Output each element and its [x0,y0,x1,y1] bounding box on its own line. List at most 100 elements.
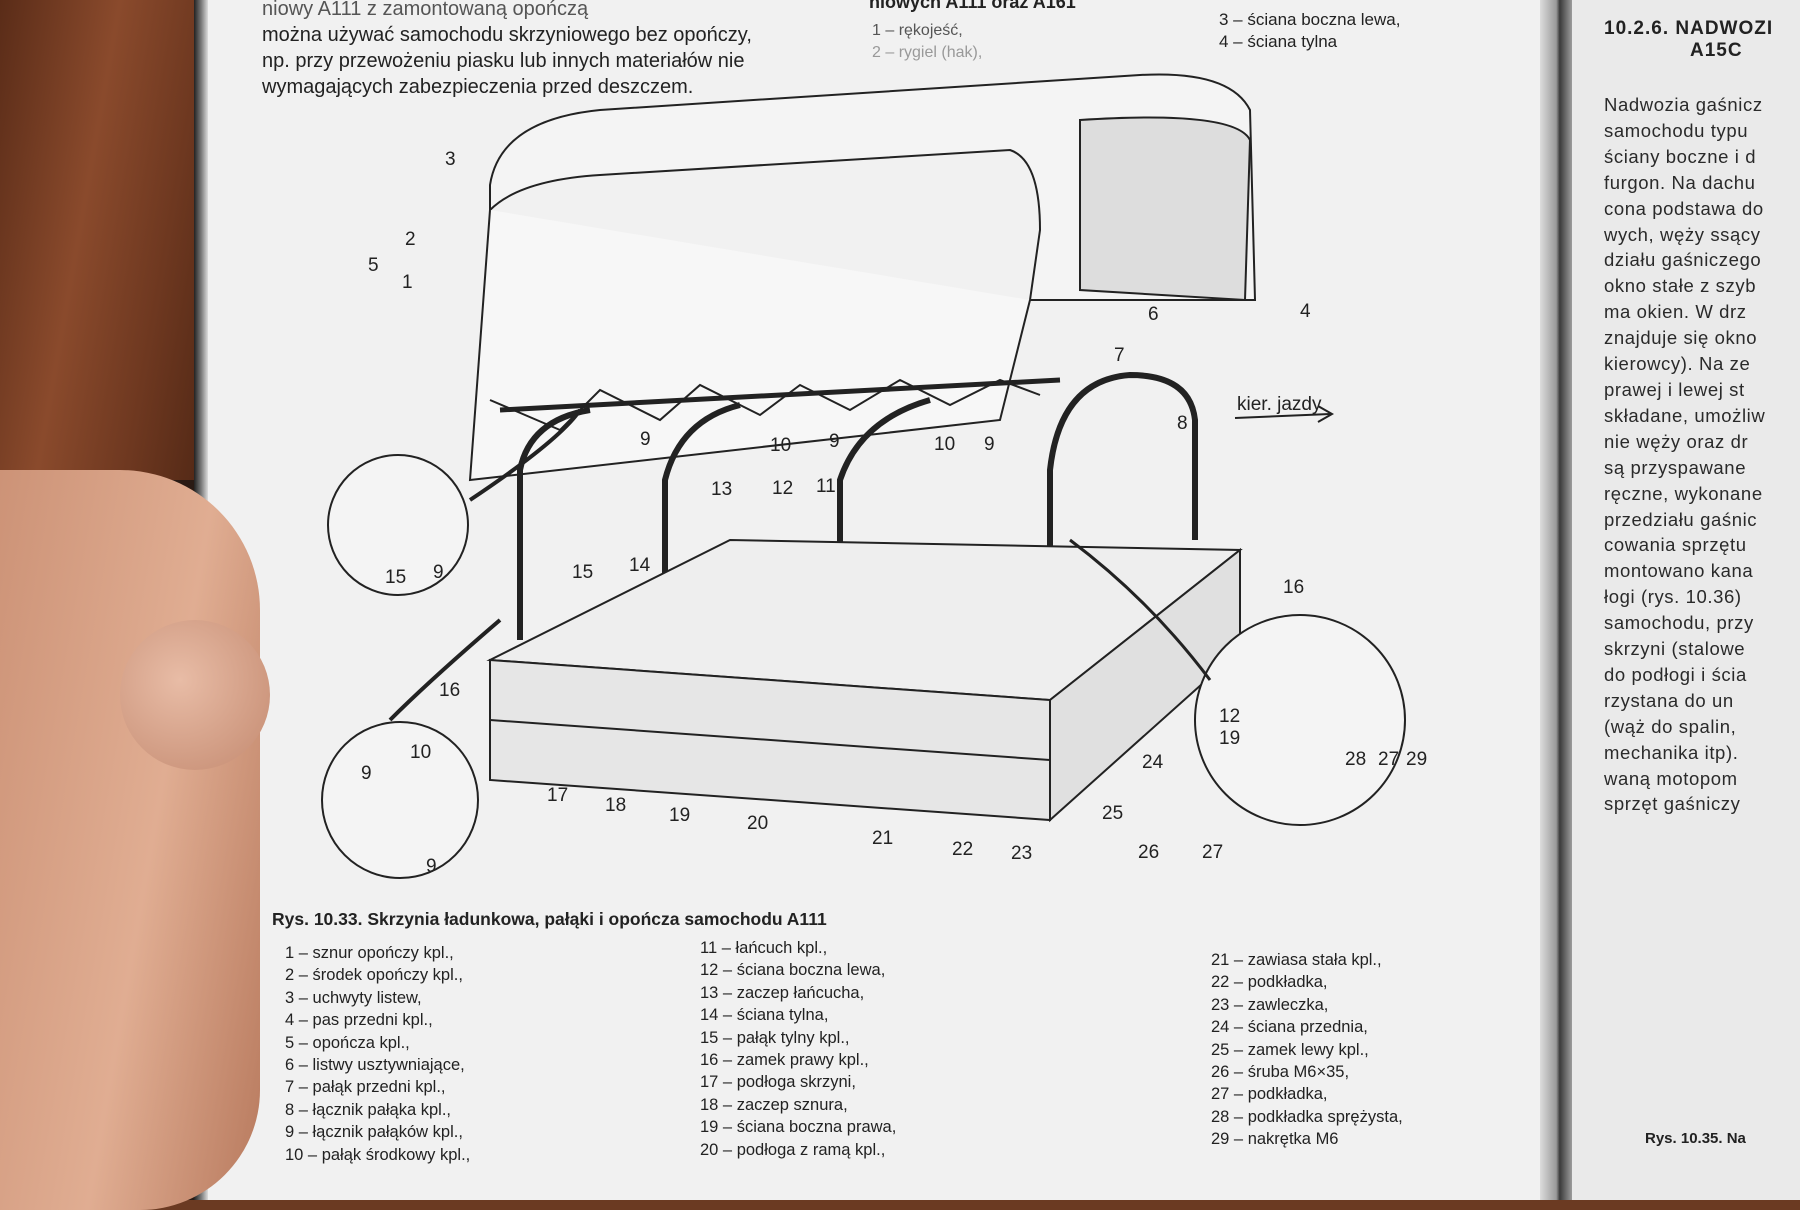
legend-item: 5 – opończa kpl., [285,1033,410,1052]
text-line: wych, węży ssący [1604,223,1761,245]
front-bow [1047,371,1198,680]
leader-line [388,618,502,722]
text-line: Nadwozia gaśnicz [1604,94,1763,115]
callout-number: 10 [410,742,431,763]
legend-item: 4 – ściana tylna [1219,32,1338,52]
legend-item: 21 – zawiasa stała kpl., [1211,951,1382,969]
text-line: furgon. Na dachu [1604,171,1756,193]
legend-item: 17 – podłoga skrzyni, [700,1073,856,1092]
legend-column-1: 1 – sznur opończy kpl., 2 – środek opończ… [285,942,470,1166]
callout-number: 12 [1219,706,1240,727]
legend-item: 9 – łącznik pałąków kpl., [285,1123,463,1142]
legend-item: 4 – pas przedni kpl., [285,1011,433,1030]
callout-number: 20 [747,813,768,834]
text-line: ma okien. W drz [1604,301,1747,323]
text-line: działu gaśniczego [1604,249,1762,271]
legend-item: 11 – łańcuch kpl., [700,939,828,957]
legend-item: 14 – ściana tylna, [700,1006,829,1025]
roof-bar [499,377,1061,413]
figure-caption: Rys. 10.33. Skrzynia ładunkowa, pałąki i… [272,909,827,929]
text-line: znajduje się okno [1604,327,1758,349]
legend-item: 24 – ściana przednia, [1211,1018,1368,1037]
legend-column-3: 21 – zawiasa stała kpl.,22 – podkładka,2… [1211,949,1403,1151]
text-line: skrzyni (stalowe [1604,638,1746,660]
legend-item: 19 – ściana boczna prawa, [700,1118,897,1137]
callout-number: 5 [368,255,379,276]
section-title-2: A15C [1690,40,1743,61]
leader-line [1069,538,1212,681]
legend-item: 1 – rękojeść, [872,22,963,39]
legend-item: 26 – śruba M6×35, [1211,1063,1350,1082]
legend-item: 29 – nakrętka M6 [1211,1130,1339,1149]
callout-number: 19 [1219,728,1240,749]
text-line: np. przy przewożeniu piasku lub innych m… [262,50,745,72]
text-line: cona podstawa do [1604,197,1764,219]
callout-number: 4 [1300,301,1311,322]
text-line: ściany boczne i d [1604,145,1757,167]
callout-number: 12 [772,478,793,499]
right-figure-caption: Rys. 10.35. Na [1645,1130,1746,1147]
text-line: nie węży oraz dr [1604,430,1749,452]
callout-number: 17 [547,785,568,806]
callout-number: 21 [872,828,893,849]
legend-item: 25 – zamek lewy kpl., [1211,1040,1369,1059]
intro-paragraph: niowy A111 z zamontowaną opończą można u… [262,0,752,100]
right-page-paragraph: Nadwozia gaśnicz samochodu typu ściany boc… [1604,92,1765,817]
canopy [489,73,1257,301]
callout-number: 26 [1138,842,1159,863]
detail-circle [321,721,479,879]
direction-label: kier. jazdy [1237,394,1322,415]
legend-item: 7 – pałąk przedni kpl., [285,1078,446,1097]
callout-number: 13 [711,479,732,500]
section-title: NADWOZI [1675,18,1774,39]
legend-item: 1 – sznur opończy kpl., [285,944,454,962]
legend-item: 23 – zawleczka, [1211,995,1329,1014]
text-line: niowy A111 z zamontowaną opończą [262,0,589,20]
callout-number: 9 [984,434,995,455]
legend-column-2: 11 – łańcuch kpl., 12 – ściana boczna lew… [700,937,896,1161]
canopy-rear-roll [1079,116,1252,302]
callout-number: 9 [640,429,651,450]
text-line: sprzęt gaśniczy [1604,793,1741,815]
text-line: można używać samochodu skrzyniowego bez … [262,24,752,46]
legend-item: 18 – zaczep sznura, [700,1095,848,1114]
callout-number: 25 [1102,803,1123,824]
legend-item: 3 – ściana boczna lewa, [1219,10,1401,29]
legend-item: 10 – pałąk środkowy kpl., [285,1145,471,1164]
legend-item: 3 – uchwyty listew, [285,988,422,1007]
legend-item: 15 – pałąk tylny kpl., [700,1028,850,1047]
leader-line [468,408,582,502]
callout-number: 14 [629,555,651,576]
legend-item: 13 – zaczep łańcucha, [700,983,865,1002]
text-line: waną motopom [1604,767,1738,789]
legend-item: 2 – środek opończy kpl., [285,966,463,985]
section-heading: 10.2.6. NADWOZI [1604,18,1773,40]
callout-number: 8 [1177,413,1188,434]
section-number: 10.2.6. [1604,18,1670,39]
text-line: (wąż do spalin, [1604,715,1737,737]
direction-arrow [1234,413,1331,419]
hand-holding-book [0,470,260,1210]
callout-number: 16 [1283,577,1304,598]
legend-item: 12 – ściana boczna lewa, [700,961,886,980]
legend-item: 2 – rygiel (hak), [872,44,983,62]
wooden-table-background [0,0,215,480]
callout-number: 3 [445,149,456,170]
text-line: prawej i lewej st [1604,378,1745,400]
right-page [1572,0,1800,1200]
text-line: rzystana do un [1604,689,1734,711]
right-top-legend: 3 – ściana boczna lewa, 4 – ściana tylna [1219,9,1400,54]
callout-number: 15 [385,567,406,588]
callout-number: 2 [405,229,416,250]
callout-number: 10 [934,434,955,455]
text-line: mechanika itp). [1604,741,1739,763]
legend-item: 16 – zamek prawy kpl., [700,1051,869,1070]
callout-number: 9 [433,562,444,583]
callout-number: 16 [439,680,460,701]
book-binding [1540,0,1576,1200]
thumb [120,620,270,770]
text-line: samochodu typu [1604,119,1749,141]
legend-item: 28 – podkładka sprężysta, [1211,1107,1403,1126]
